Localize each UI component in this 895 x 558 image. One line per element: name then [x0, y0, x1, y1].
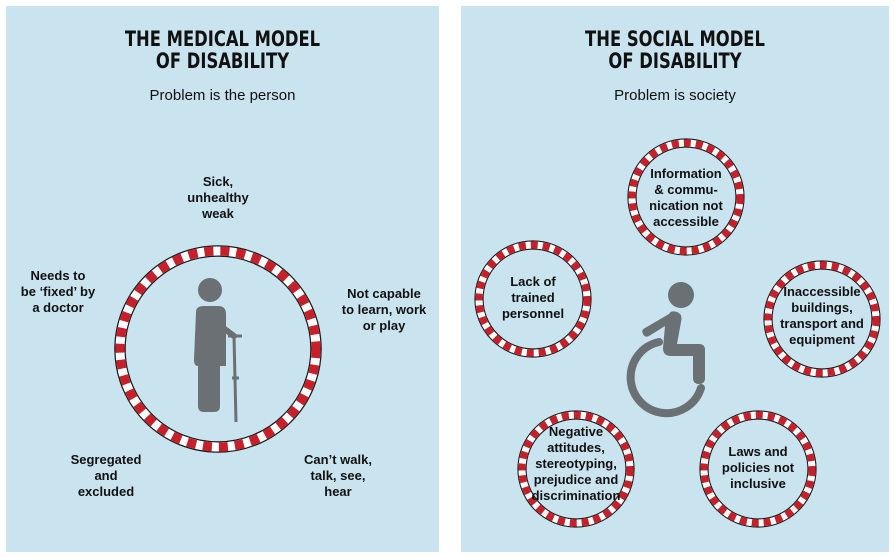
social-title-line1: THE SOCIAL MODEL [585, 27, 765, 51]
social-model-subtitle: Problem is society [614, 87, 736, 104]
barrier-ring-information [627, 138, 745, 256]
label-not-capable: Not capable to learn, work or play [341, 286, 427, 333]
barrier-ring-laws [699, 410, 817, 528]
barrier-label-personnel: Lack of trained personnel [501, 274, 565, 321]
barrier-label-information: Information & commu- nication not access… [649, 166, 723, 229]
person-with-crutch-icon [194, 278, 242, 423]
wheelchair-user-icon [626, 282, 705, 418]
label-sick: Sick, unhealthy weak [187, 174, 249, 221]
barrier-label-laws: Laws and policies not inclusive [721, 444, 795, 491]
label-cant-walk: Can’t walk, talk, see, hear [304, 452, 372, 499]
medical-ring [114, 245, 322, 453]
barrier-ring-attitudes [517, 410, 635, 528]
social-model-title: THE SOCIAL MODEL OF DISABILITY [508, 28, 842, 72]
barrier-label-buildings: Inaccessible buildings, transport and eq… [780, 284, 864, 347]
barrier-ring-personnel [474, 240, 592, 358]
barrier-label-attitudes: Negative attitudes, stereotyping, prejud… [531, 424, 621, 503]
medical-title-line2: OF DISABILITY [155, 49, 290, 73]
label-segregated: Segregated and excluded [70, 452, 142, 499]
medical-model-title: THE MEDICAL MODEL OF DISABILITY [54, 28, 392, 72]
label-needs-fixing: Needs to be ‘fixed’ by a doctor [20, 268, 96, 315]
medical-model-subtitle: Problem is the person [149, 87, 296, 104]
social-model-panel: THE SOCIAL MODEL OF DISABILITY Problem i… [461, 6, 889, 552]
social-title-line2: OF DISABILITY [608, 49, 742, 73]
medical-title-line1: THE MEDICAL MODEL [124, 27, 321, 51]
medical-model-panel: THE MEDICAL MODEL OF DISABILITY Problem … [6, 6, 439, 552]
barrier-ring-buildings [763, 260, 881, 378]
